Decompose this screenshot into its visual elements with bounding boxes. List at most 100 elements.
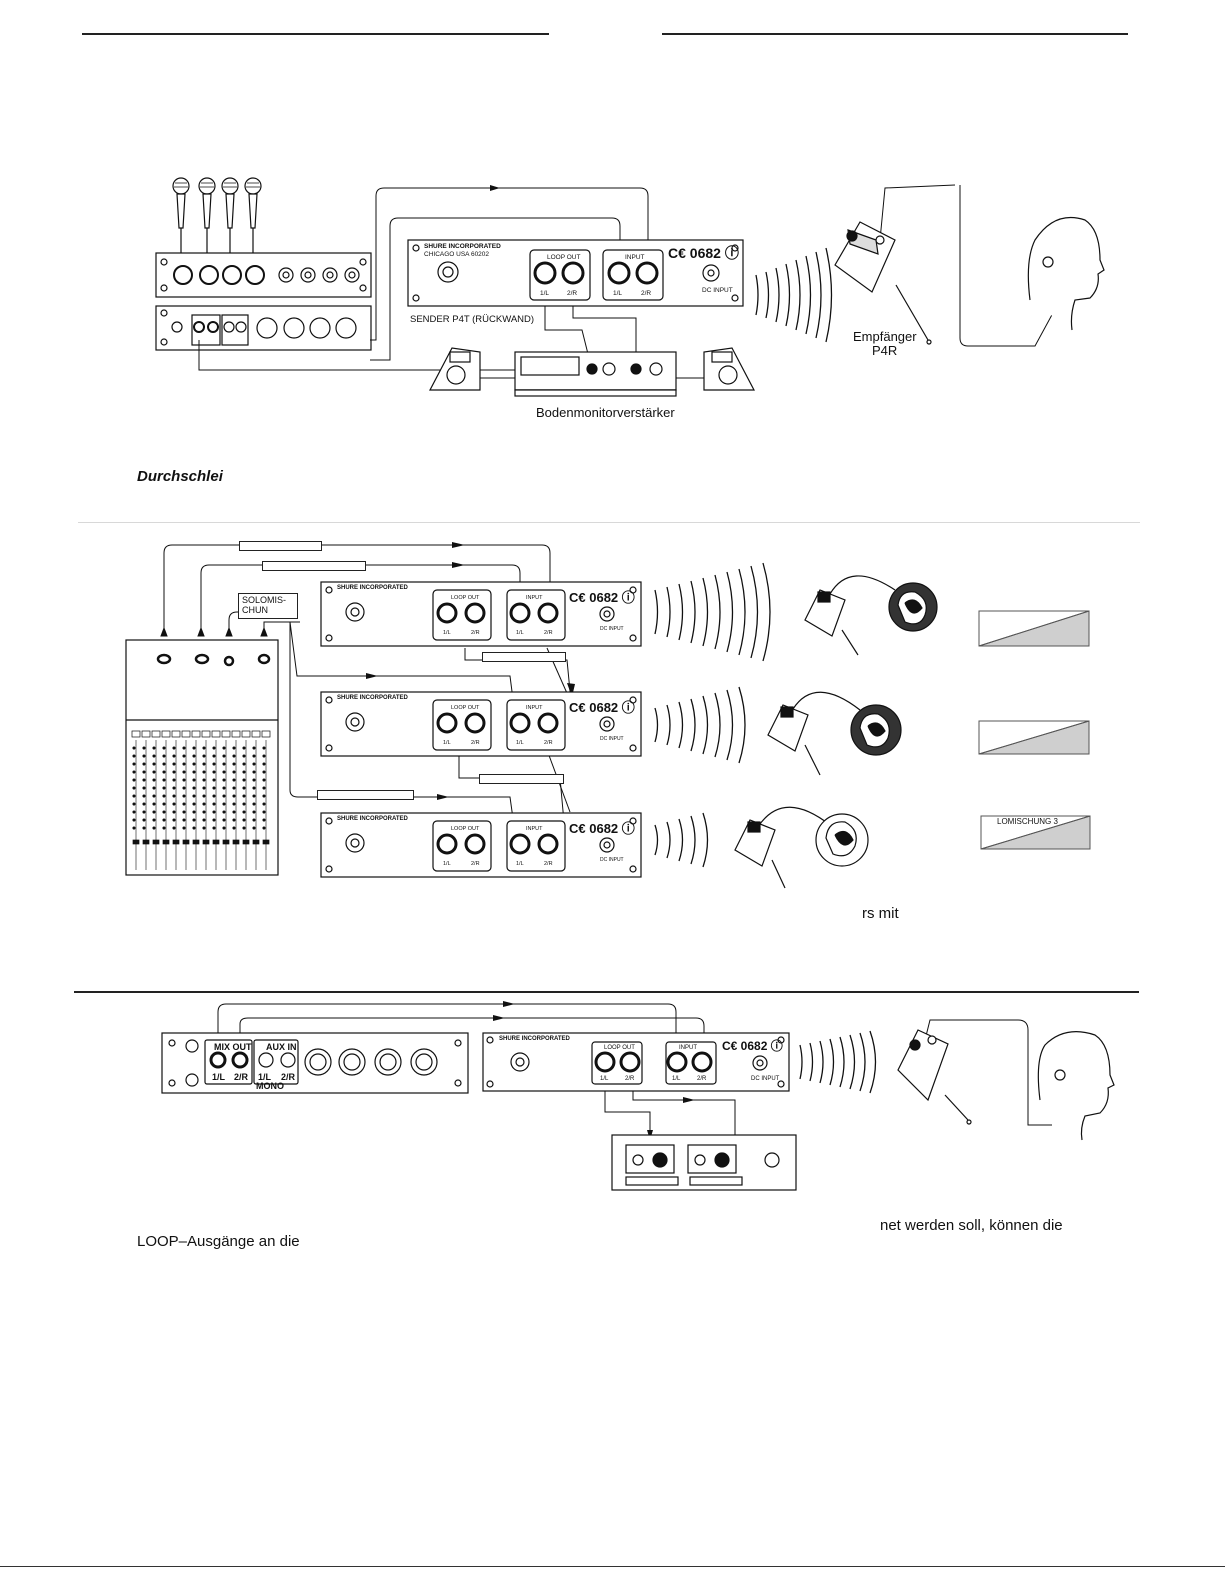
mixer3-mono: MONO: [256, 1081, 284, 1091]
cable-label-2: [262, 561, 366, 571]
tx-stack-text: DC INPUT: [600, 626, 624, 632]
channel-strip: [201, 730, 211, 870]
mixer3-ch1: 1/L: [212, 1072, 226, 1082]
tx3-loop-out: LOOP OUT: [604, 1045, 635, 1051]
tx3-ch1: 1/L: [600, 1076, 609, 1082]
section2-caption-fragment: rs mit: [862, 905, 899, 922]
section1-caption: Durchschlei: [137, 468, 223, 485]
channel-strip: [131, 730, 141, 870]
tx-stack-text: DC INPUT: [600, 857, 624, 863]
top-rule-right: [662, 33, 1128, 35]
mix3-label: LOMISCHUNG 3: [997, 817, 1058, 826]
tx-stack-text: 1/L: [443, 861, 451, 867]
mix-box-1: [978, 610, 1090, 647]
section-divider-2: [74, 991, 1139, 993]
p4t-subline: CHICAGO USA 60202: [424, 251, 489, 258]
top-rule-left: [82, 33, 549, 35]
mixer3-ch2: 2/R: [234, 1072, 249, 1082]
mix-box-2: [978, 720, 1090, 755]
tx-stack-text: 2/R: [471, 861, 480, 867]
receiver-label-line1: Empfänger: [853, 329, 917, 344]
tx-stack-text: 2/R: [544, 740, 553, 746]
p4t-input-ch1: 1/L: [613, 290, 622, 297]
p4t-loop-out: LOOP OUT: [547, 254, 581, 261]
p4t-ch1: 1/L: [540, 290, 549, 297]
receiver-2a: [804, 575, 896, 656]
solo-mix-line1: SOLOMIS-: [242, 595, 287, 605]
tx-stack-text: 2/R: [471, 740, 480, 746]
radio-waves-2: [654, 562, 771, 868]
channel-strip: [211, 730, 221, 870]
ear-2c: [815, 813, 869, 867]
mic-rack: [155, 252, 372, 298]
tx-stack-text: DC INPUT: [600, 736, 624, 742]
console-channel-strips: [131, 730, 271, 870]
tx-stack-text: 1/L: [516, 861, 524, 867]
tx-stack-text: 1/L: [516, 740, 524, 746]
cable-label-3: [482, 652, 566, 662]
listener-head: [1027, 216, 1105, 331]
radio-waves-3: [799, 1030, 877, 1094]
tx-stack-text: SHURE INCORPORATED: [337, 585, 409, 591]
cable-label-4: [479, 774, 564, 784]
transmitter-p4t: [407, 239, 744, 307]
tx3-in-ch2: 2/R: [697, 1076, 707, 1082]
tx-stack-text: LOOP OUT: [451, 705, 480, 711]
ear-2b: [850, 704, 902, 756]
transmitter-stack-unit: SHURE INCORPORATED LOOP OUT INPUT 1/L 2/R 1/L…: [320, 691, 642, 757]
channel-strip: [171, 730, 181, 870]
ear-2a: [888, 582, 938, 632]
mixer3-ch1-mono: 1/L: [258, 1072, 272, 1082]
tx-stack-text: 2/R: [544, 630, 553, 636]
tx-stack-text: 1/L: [443, 740, 451, 746]
floor-monitor-left: [429, 347, 481, 391]
monitor-amp: [514, 351, 677, 397]
tx-stack-text: 1/L: [516, 630, 524, 636]
tx3-brand: SHURE INCORPORATED: [499, 1036, 571, 1042]
p4t-dc-input: DC INPUT: [702, 287, 733, 294]
tx-stack-text: C€ 0682 ⓘ: [569, 700, 635, 715]
tx3-ce-mark: C€ 0682 ⓘ: [722, 1038, 783, 1053]
section3-caption-left: LOOP–Ausgänge an die: [137, 1233, 300, 1250]
tx3-input: INPUT: [679, 1045, 697, 1051]
receiver-p4r: [834, 221, 932, 345]
tx3-ch2: 2/R: [625, 1076, 635, 1082]
tx3-dc-input: DC INPUT: [751, 1076, 780, 1082]
tx-stack-text: INPUT: [526, 595, 543, 601]
p4t-ch2: 2/R: [567, 290, 577, 297]
mixer-rack: [155, 305, 372, 351]
tx-stack-text: INPUT: [526, 826, 543, 832]
channel-strip: [141, 730, 151, 870]
tx-stack-text: C€ 0682 ⓘ: [569, 821, 635, 836]
loop-through-diagram: SHURE INCORPORATED CHICAGO USA 60202 LOO…: [155, 177, 1105, 397]
mixer3-auxin-ch2: 2/R: [281, 1072, 296, 1082]
channel-strip: [221, 730, 231, 870]
channel-strip: [241, 730, 251, 870]
tx3-in-ch1: 1/L: [672, 1076, 681, 1082]
tx-stack-text: SHURE INCORPORATED: [337, 816, 409, 822]
bottom-rule: [0, 1566, 1225, 1567]
cable-label-1: [239, 541, 322, 551]
tx-stack-text: SHURE INCORPORATED: [337, 695, 409, 701]
tx-stack-text: 2/R: [471, 630, 480, 636]
mixer3-aux-in: AUX IN: [266, 1042, 297, 1052]
mix-box-3: [980, 815, 1091, 850]
receiver-label-line2: P4R: [872, 343, 898, 358]
channel-strip: [161, 730, 171, 870]
solo-mix-line2: CHUN: [242, 605, 268, 615]
sender-label: SENDER P4T (RÜCKWAND): [410, 314, 535, 325]
tx-stack-text: 2/R: [544, 861, 553, 867]
channel-strip: [181, 730, 191, 870]
section3-caption-right: net werden soll, können die: [880, 1217, 1063, 1234]
tx-stack-text: LOOP OUT: [451, 595, 480, 601]
floor-monitor-right: [703, 347, 755, 391]
listener-head-3: [1037, 1031, 1115, 1141]
receiver-2b: [767, 691, 861, 776]
mixing-console: [125, 639, 279, 876]
tx-stack-text: C€ 0682 ⓘ: [569, 590, 635, 605]
cable-label-5: [317, 790, 414, 800]
tx-stack-text: INPUT: [526, 705, 543, 711]
section-divider-1: [78, 522, 1140, 523]
channel-strip: [251, 730, 261, 870]
